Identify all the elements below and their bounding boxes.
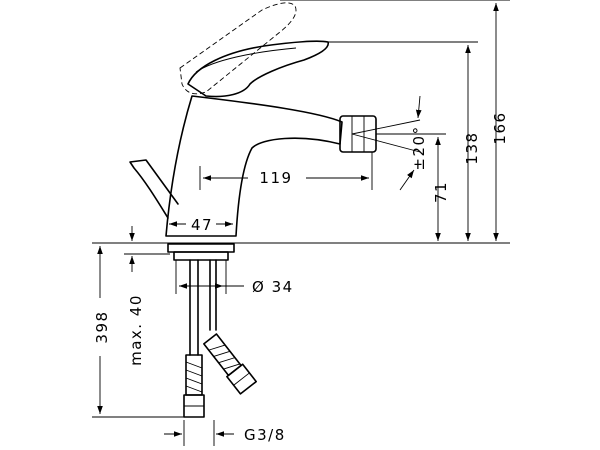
- dim-hose-length: 398: [93, 310, 111, 343]
- dim-shank-diameter: Ø 34: [252, 278, 294, 296]
- dim-spout-reach: 119: [259, 169, 292, 187]
- dim-outlet-height: 71: [432, 181, 450, 203]
- lever-handle: [187, 40, 329, 98]
- dim-total-height: 166: [491, 111, 509, 144]
- shank-nut: [173, 251, 229, 261]
- dim-body-width: 47: [191, 216, 213, 234]
- dim-spout-height: 138: [463, 131, 481, 164]
- angle-arrow-top: [415, 95, 422, 119]
- pop-up-rod: [129, 159, 179, 219]
- dim-connection-thread: G3/8: [244, 426, 286, 444]
- mounting-base: [167, 243, 235, 253]
- handle-open-position: [179, 2, 297, 95]
- angle-arrow-bottom: [399, 169, 415, 191]
- hose-braid: [185, 361, 203, 393]
- handle-highlight: [195, 47, 297, 73]
- dim-swivel-angle: ±20°: [410, 125, 428, 170]
- faucet-body: [165, 95, 343, 237]
- outlet-nozzle: [339, 115, 377, 153]
- supply-hose-right: [203, 333, 257, 395]
- dim-max-thickness: max. 40: [127, 294, 145, 366]
